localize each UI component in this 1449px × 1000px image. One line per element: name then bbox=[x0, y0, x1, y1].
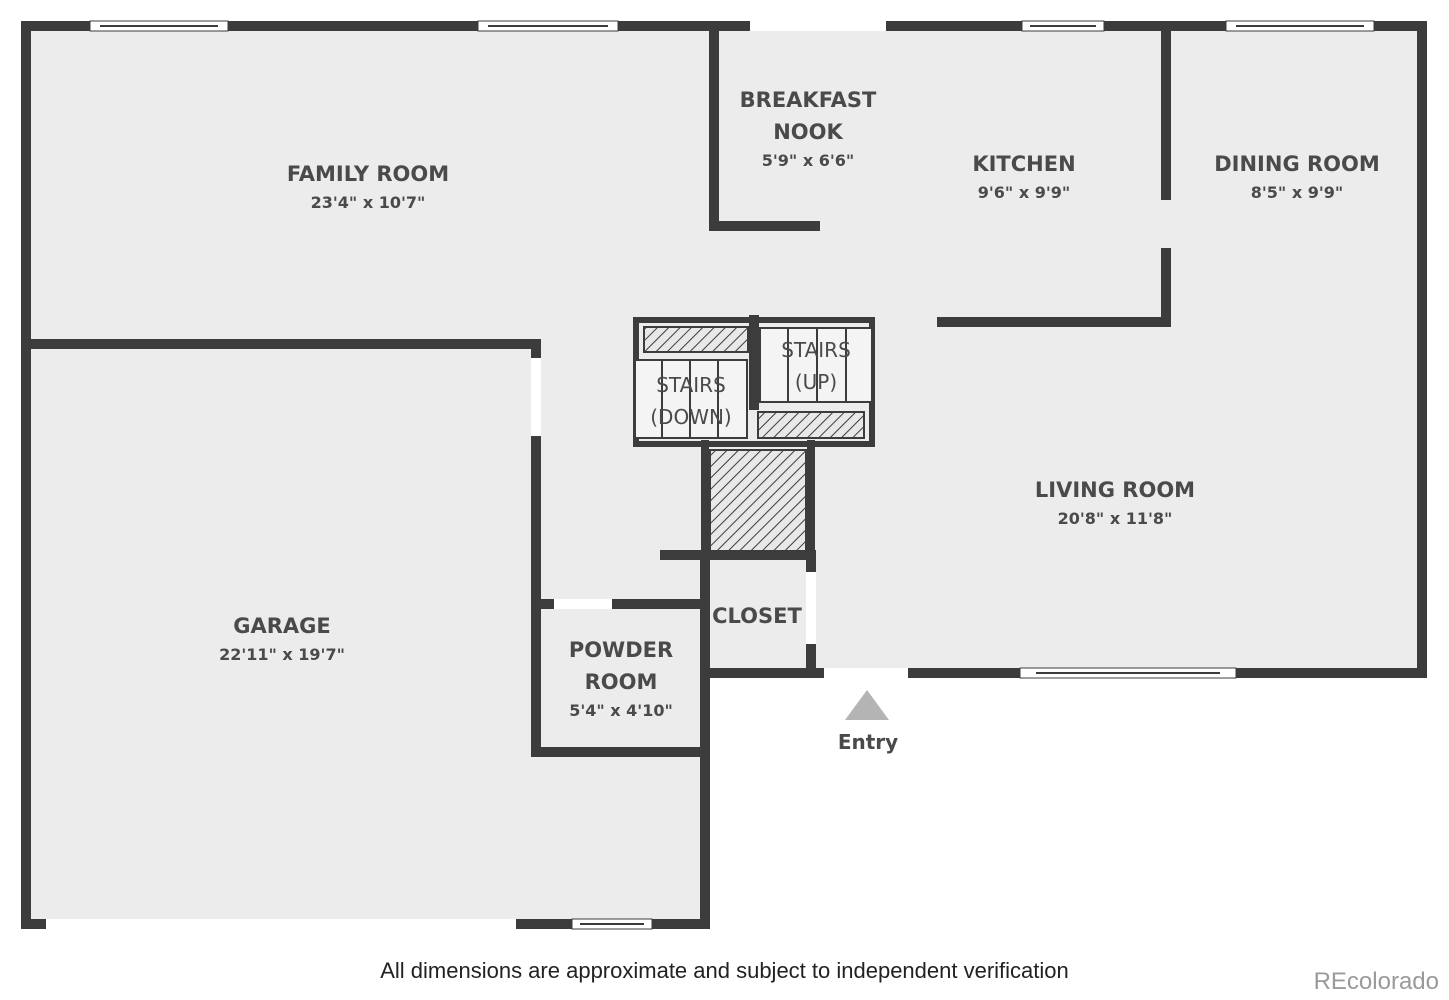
entry-label: Entry bbox=[838, 730, 898, 754]
room-label-powder-room: POWDER ROOM 5'4" x 4'10" bbox=[569, 638, 673, 720]
stairs-down-line1: STAIRS bbox=[656, 373, 726, 397]
walls bbox=[21, 21, 1427, 929]
stairs-up-line1: STAIRS bbox=[781, 338, 851, 362]
watermark-logo: REcolorado bbox=[1313, 968, 1439, 995]
living-room-dims: 20'8" x 11'8" bbox=[1058, 509, 1173, 528]
entry-arrow-icon bbox=[845, 690, 889, 720]
garage-dims: 22'11" x 19'7" bbox=[219, 645, 345, 664]
windows bbox=[89, 20, 1375, 930]
powder-room-name-line2: ROOM bbox=[585, 670, 658, 694]
family-room-name: FAMILY ROOM bbox=[287, 162, 449, 186]
breakfast-nook-dims: 5'9" x 6'6" bbox=[762, 151, 854, 170]
powder-room-dims: 5'4" x 4'10" bbox=[569, 701, 673, 720]
stairs-up-line2: (UP) bbox=[795, 370, 837, 394]
room-label-family-room: FAMILY ROOM 23'4" x 10'7" bbox=[287, 162, 449, 212]
garage-name: GARAGE bbox=[233, 614, 331, 638]
kitchen-dims: 9'6" x 9'9" bbox=[978, 183, 1070, 202]
breakfast-nook-name-line2: NOOK bbox=[773, 120, 843, 144]
room-label-dining-room: DINING ROOM 8'5" x 9'9" bbox=[1214, 152, 1380, 202]
kitchen-name: KITCHEN bbox=[972, 152, 1075, 176]
room-label-garage: GARAGE 22'11" x 19'7" bbox=[219, 614, 345, 664]
room-label-kitchen: KITCHEN 9'6" x 9'9" bbox=[972, 152, 1075, 202]
dining-room-name: DINING ROOM bbox=[1214, 152, 1380, 176]
closet-name: CLOSET bbox=[712, 604, 802, 628]
room-label-breakfast-nook: BREAKFAST NOOK 5'9" x 6'6" bbox=[740, 88, 877, 170]
stairs-down-line2: (DOWN) bbox=[650, 405, 731, 429]
hatched-areas bbox=[643, 326, 865, 552]
entry-marker: Entry bbox=[838, 690, 898, 754]
breakfast-nook-name-line1: BREAKFAST bbox=[740, 88, 877, 112]
floor-area bbox=[26, 26, 1422, 924]
stairs-up-label: STAIRS (UP) bbox=[781, 338, 851, 394]
room-label-living-room: LIVING ROOM 20'8" x 11'8" bbox=[1035, 478, 1195, 528]
powder-room-name-line1: POWDER bbox=[569, 638, 673, 662]
stairs-down-treads bbox=[634, 359, 748, 439]
room-label-closet: CLOSET bbox=[712, 604, 802, 628]
living-room-name: LIVING ROOM bbox=[1035, 478, 1195, 502]
door-openings bbox=[46, 21, 908, 929]
disclaimer-text: All dimensions are approximate and subje… bbox=[380, 958, 1069, 983]
family-room-dims: 23'4" x 10'7" bbox=[311, 193, 426, 212]
stairs-down-label: STAIRS (DOWN) bbox=[650, 373, 731, 429]
stairs-up-treads bbox=[759, 327, 873, 403]
dining-room-dims: 8'5" x 9'9" bbox=[1251, 183, 1343, 202]
